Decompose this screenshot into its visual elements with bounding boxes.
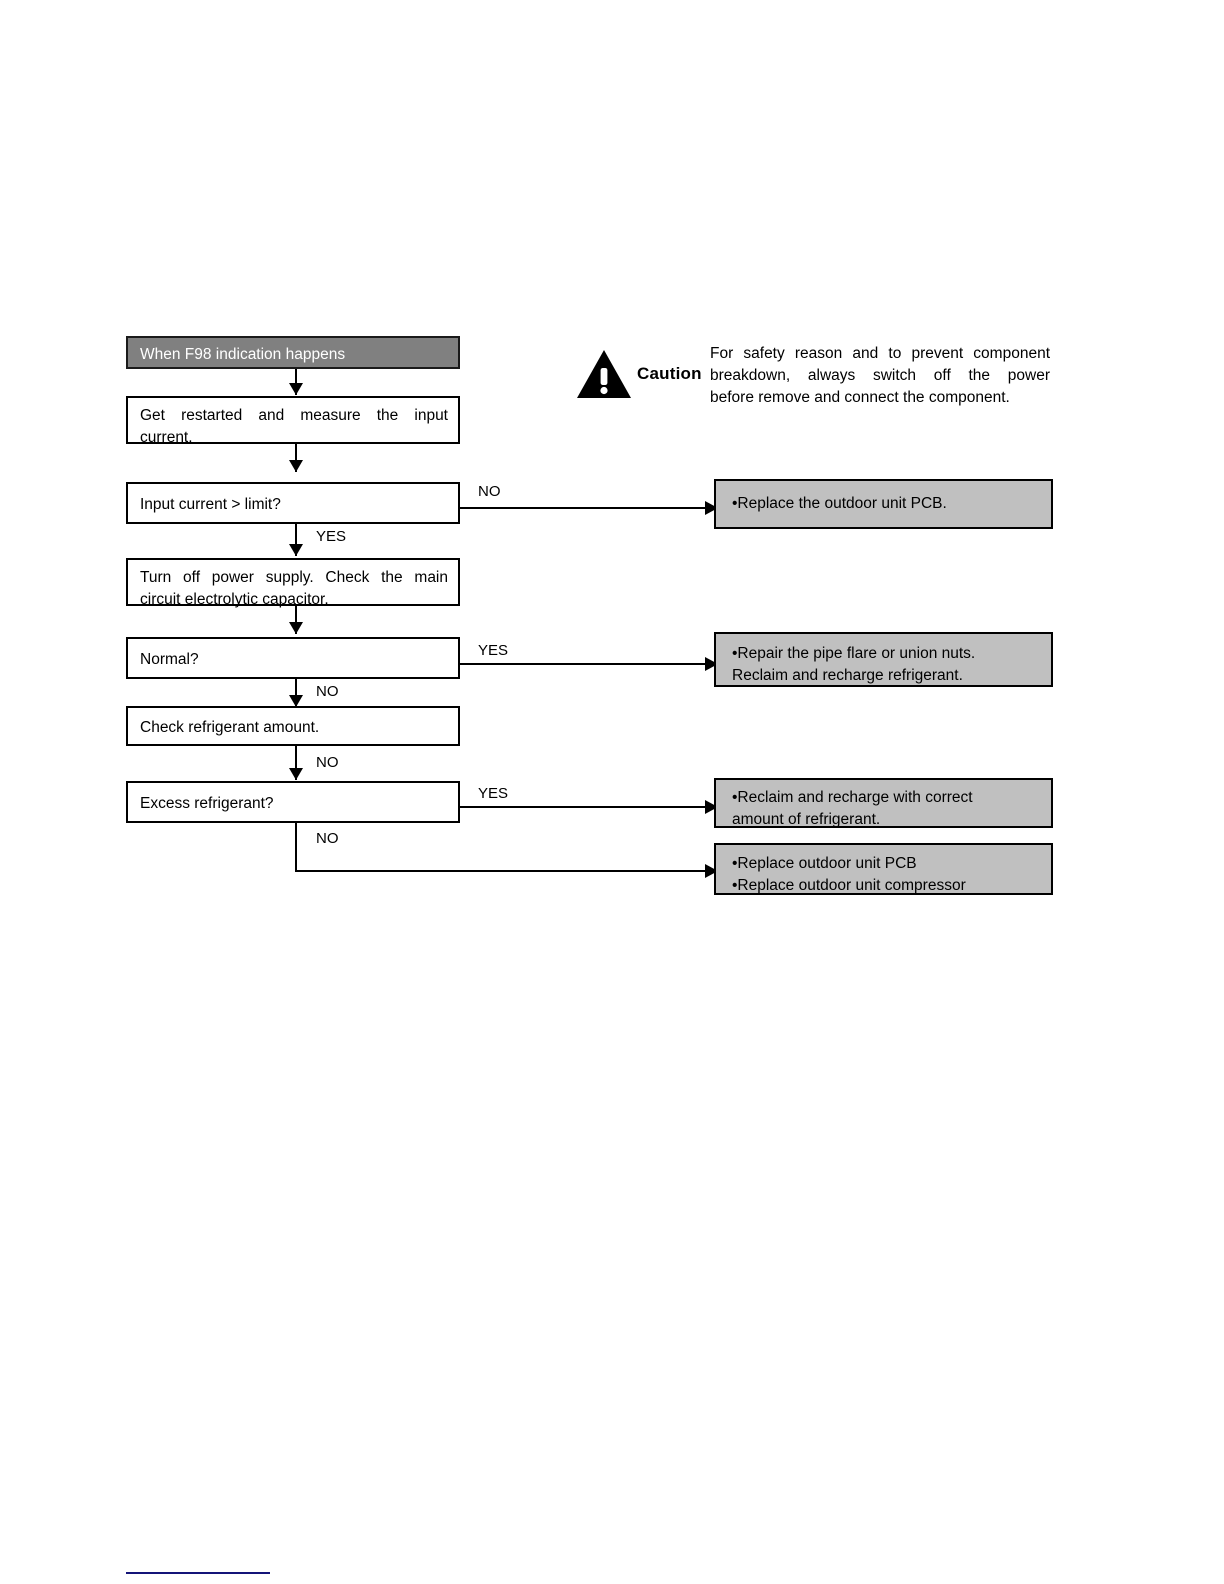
connector-step3-to-normal <box>295 606 297 634</box>
connector-excess-no-vertical <box>295 823 297 872</box>
flow-node-normal-text: Normal? <box>140 651 199 668</box>
caution-text-block: For safety reason and to prevent compone… <box>710 343 1050 409</box>
connector-header-to-step1 <box>295 369 297 395</box>
action-node-replace-outdoor-pcb: •Replace the outdoor unit PCB. <box>714 479 1053 529</box>
connector-input-current-yes <box>295 524 297 556</box>
caution-label: Caution <box>637 364 702 383</box>
action-node-repair-pipe-flare: •Repair the pipe flare or union nuts. Re… <box>714 632 1053 687</box>
edge-label-input-current-yes: YES <box>316 528 347 545</box>
caution-line-1: For safety reason and to prevent compone… <box>710 345 1050 362</box>
flow-node-turn-off-power: Turn off power supply. Check the main ci… <box>126 558 460 608</box>
edge-label-normal-yes: YES <box>478 642 509 659</box>
action-replace-pcb-line-1: •Replace the outdoor unit PCB. <box>732 495 947 512</box>
connector-refrigerant-no <box>295 746 297 780</box>
action-repair-pipe-line-1: •Repair the pipe flare or union nuts. <box>732 645 976 662</box>
flow-node-excess-refrigerant-text: Excess refrigerant? <box>140 795 274 812</box>
action-node-reclaim-recharge-correct: •Reclaim and recharge with correct amoun… <box>714 778 1053 828</box>
action-reclaim-line-1: •Reclaim and recharge with correct <box>732 789 973 806</box>
flow-node-measure-input-current: Get restarted and measure the input curr… <box>126 396 460 446</box>
flow-node-measure-line-1: Get restarted and measure the input <box>140 407 448 424</box>
connector-step1-to-step2 <box>295 444 297 472</box>
flow-node-header-text: When F98 indication happens <box>140 346 346 363</box>
flow-node-check-refrigerant-text: Check refrigerant amount. <box>140 719 320 736</box>
connector-normal-yes <box>460 663 712 665</box>
edge-label-excess-yes: YES <box>478 785 509 802</box>
connector-normal-no <box>295 679 297 707</box>
arrow-header-to-step1 <box>289 383 303 395</box>
caution-line-2: breakdown, always switch off the power <box>710 367 1050 384</box>
edge-label-input-current-no: NO <box>478 483 501 500</box>
connector-input-current-no <box>460 507 712 509</box>
arrow-step3-to-normal <box>289 622 303 634</box>
arrow-step1-to-step2 <box>289 460 303 472</box>
flow-node-input-current-limit: Input current > limit? <box>126 482 460 524</box>
action-replace-compressor-line-1: •Replace outdoor unit PCB <box>732 855 917 872</box>
warning-triangle-icon <box>577 350 631 398</box>
arrow-input-current-yes <box>289 544 303 556</box>
flow-node-measure-line-2: current. <box>140 429 193 447</box>
caution-icon-group: Caution <box>575 348 702 400</box>
connector-excess-no-horizontal <box>295 870 712 872</box>
flow-node-check-refrigerant: Check refrigerant amount. <box>126 706 460 746</box>
arrow-refrigerant-no <box>289 768 303 780</box>
edge-label-normal-no: NO <box>316 683 339 700</box>
flow-node-header: When F98 indication happens <box>126 336 460 369</box>
edge-label-excess-no: NO <box>316 830 339 847</box>
flow-node-input-current-limit-text: Input current > limit? <box>140 496 281 513</box>
action-repair-pipe-line-2: Reclaim and recharge refrigerant. <box>732 667 963 685</box>
flow-node-normal: Normal? <box>126 637 460 679</box>
flow-node-excess-refrigerant: Excess refrigerant? <box>126 781 460 823</box>
edge-label-refrigerant-no: NO <box>316 754 339 771</box>
caution-line-3: before remove and connect the component. <box>710 389 1010 406</box>
connector-excess-yes <box>460 806 712 808</box>
flow-node-turn-off-line-2: circuit electrolytic capacitor. <box>140 591 329 609</box>
arrow-normal-no <box>289 695 303 707</box>
action-node-replace-pcb-compressor: •Replace outdoor unit PCB •Replace outdo… <box>714 843 1053 895</box>
action-replace-compressor-line-2: •Replace outdoor unit compressor <box>732 877 966 895</box>
action-reclaim-line-2: amount of refrigerant. <box>732 811 881 829</box>
footer-divider <box>126 1572 270 1574</box>
flow-node-turn-off-line-1: Turn off power supply. Check the main <box>140 569 448 586</box>
